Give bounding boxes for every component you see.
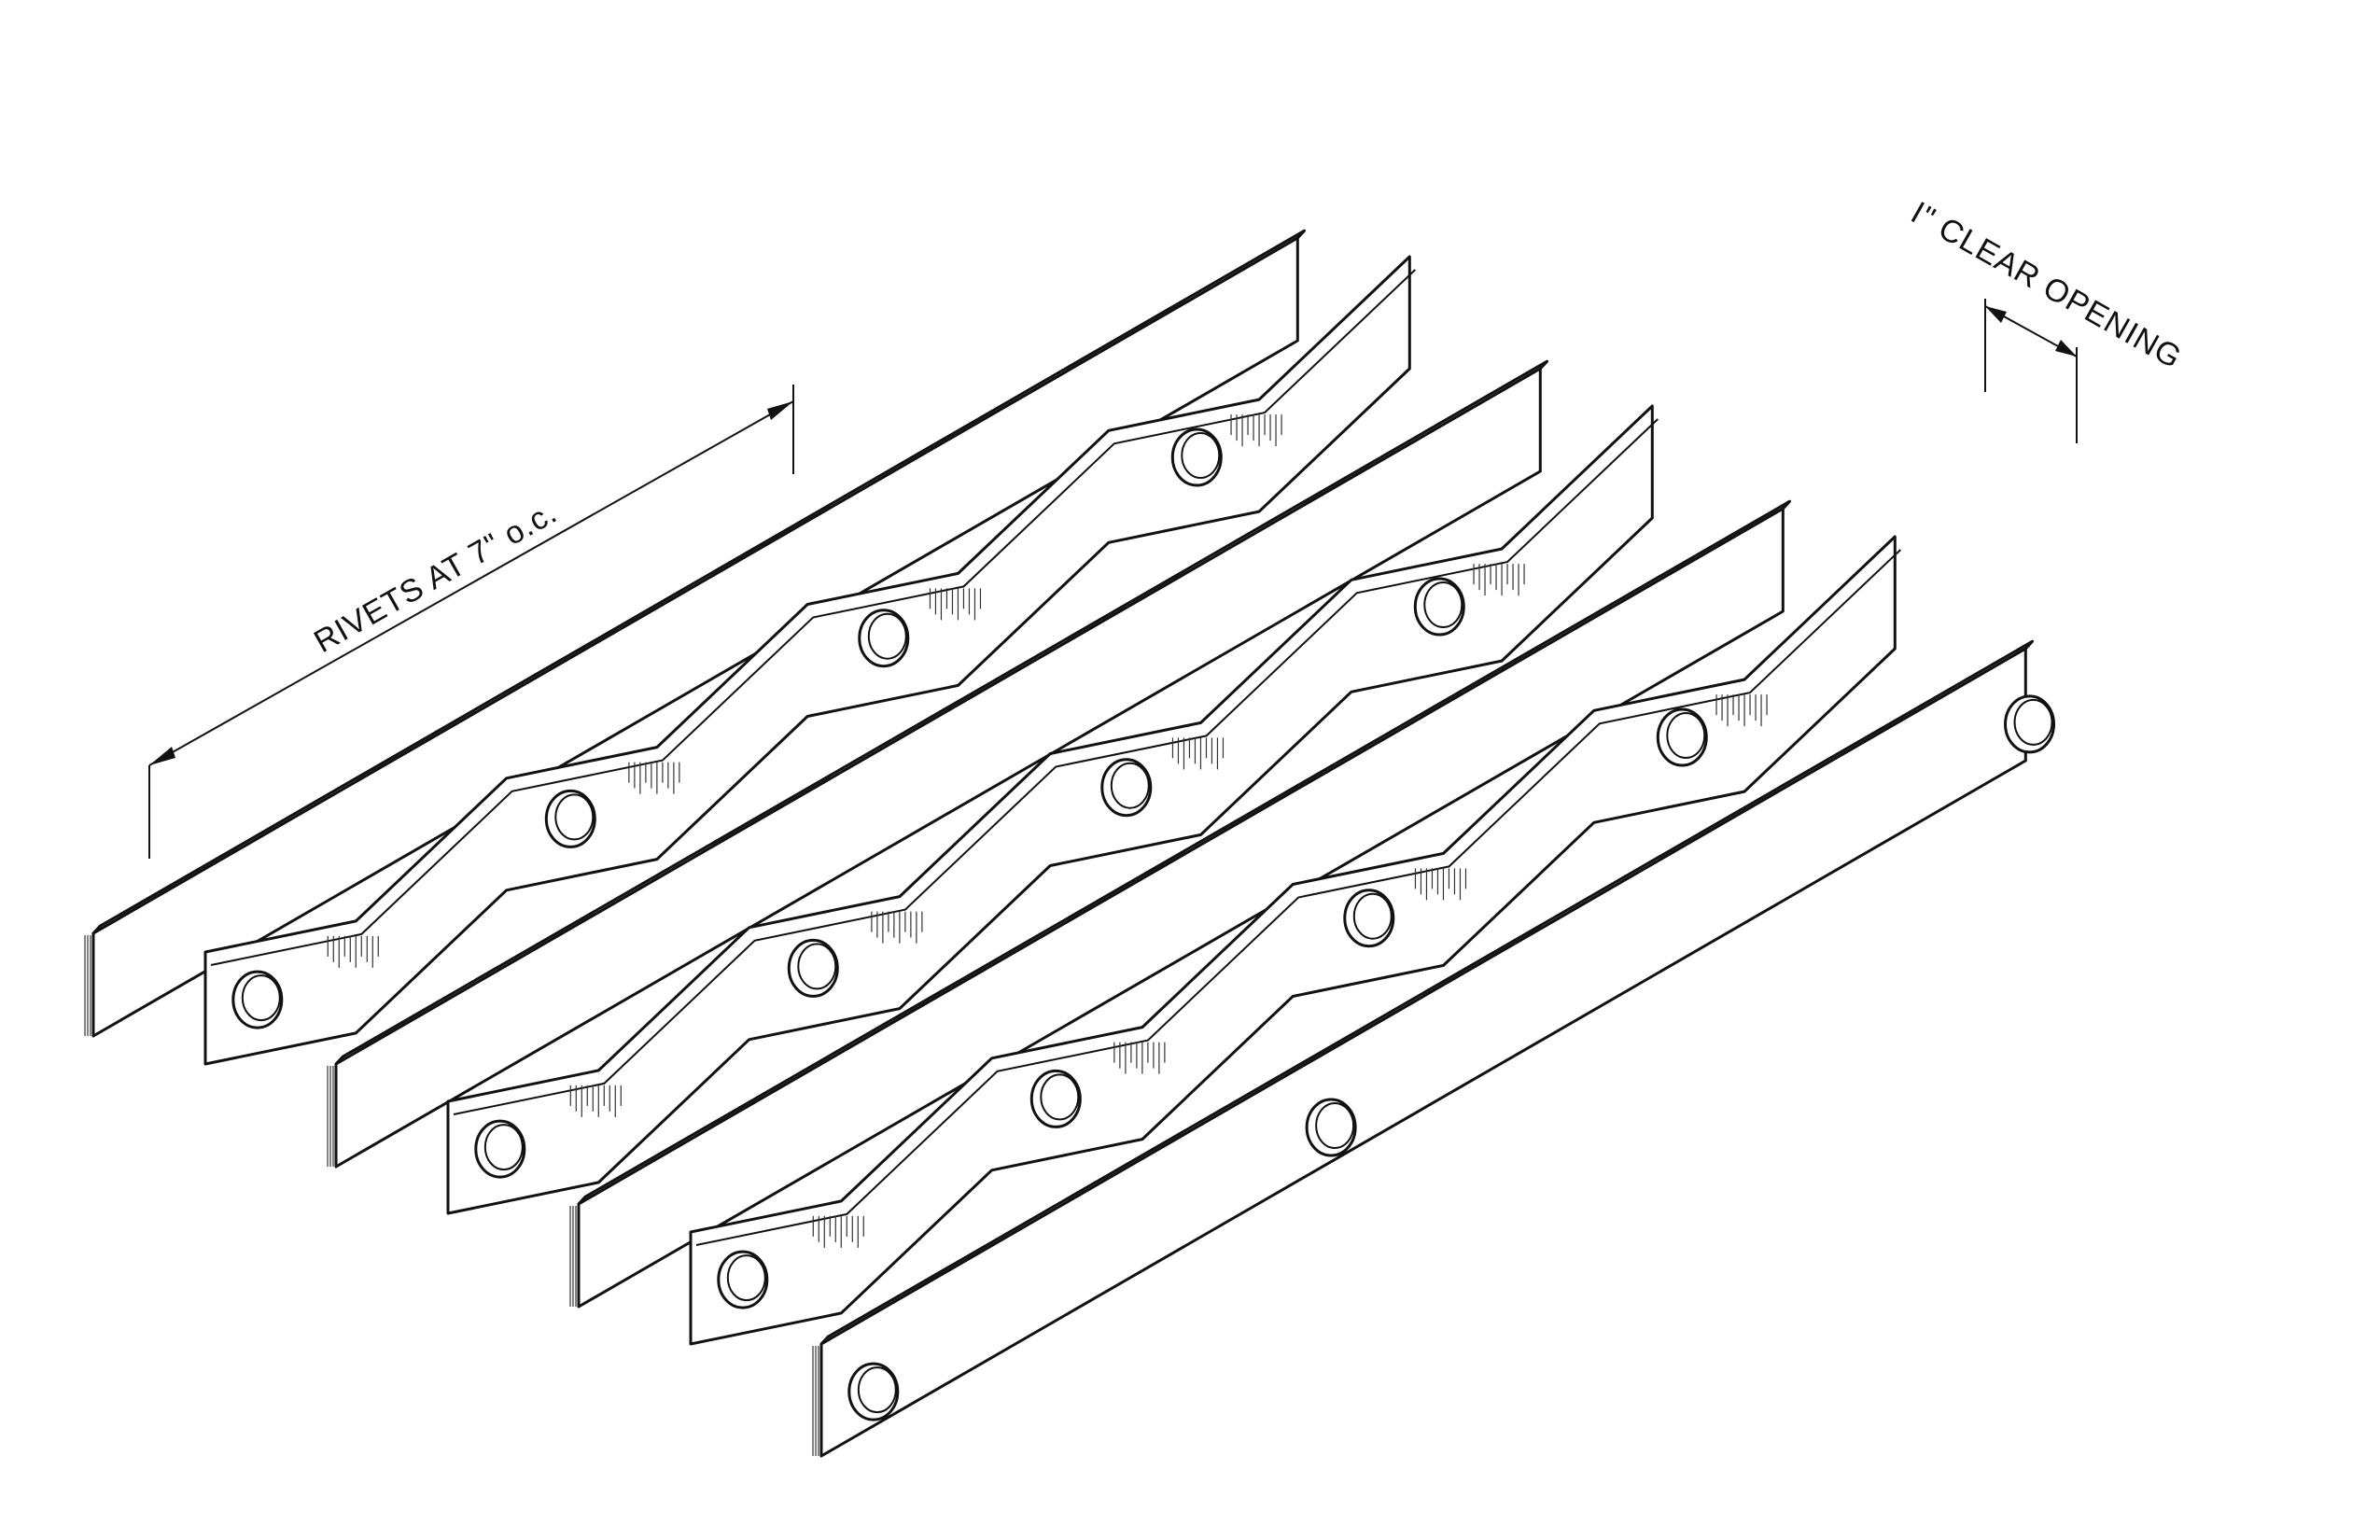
straight-bar-3 xyxy=(327,359,1548,1169)
bent-bar-inner-edge xyxy=(453,418,1659,1115)
rivet-head-inner xyxy=(241,974,281,1022)
bent-bar-face xyxy=(689,535,1897,1346)
rivet-head-inner xyxy=(2013,698,2053,746)
rivet-head-inner xyxy=(1666,712,1706,759)
straight-bar-7 xyxy=(812,639,2056,1458)
reticuline-bar-4 xyxy=(446,404,1659,1215)
straight-bar-1 xyxy=(84,229,1306,1038)
rivet-head-inner xyxy=(867,612,907,660)
reticuline-bar-6 xyxy=(689,535,1901,1346)
straight-bar-5 xyxy=(569,499,1791,1309)
rivet-head-inner xyxy=(797,943,837,990)
bar-front-face xyxy=(91,236,1299,1038)
bent-bar-face xyxy=(203,255,1411,1066)
rivet-head-inner xyxy=(1040,1073,1080,1121)
rivet-head-inner xyxy=(857,1366,897,1414)
rivet-head-inner xyxy=(483,1124,524,1171)
bent-bar-inner-edge xyxy=(210,269,1416,966)
rivet-head-inner xyxy=(1181,432,1221,479)
rivet-head-inner xyxy=(1315,1102,1355,1149)
bar-front-face xyxy=(819,647,2027,1458)
clear-opening-dimension: I" CLEAR OPENING xyxy=(1905,195,2188,443)
bent-bar-face xyxy=(446,404,1654,1215)
bar-front-face xyxy=(577,507,1785,1309)
rivet-head-inner xyxy=(726,1254,766,1302)
clear-opening-label: I" CLEAR OPENING xyxy=(1905,195,2188,376)
rivet-head-inner xyxy=(1352,892,1393,940)
reticuline-bar-2 xyxy=(203,255,1416,1066)
rivet-head-inner xyxy=(1110,762,1150,809)
rivet-head-inner xyxy=(1423,581,1463,628)
rivet-spacing-label: RIVETS AT 7" o.c. xyxy=(308,495,563,660)
bent-bar-inner-edge xyxy=(695,549,1901,1246)
grating-bars xyxy=(84,229,2056,1458)
rivet-head-inner xyxy=(554,793,595,841)
bar-front-face xyxy=(334,367,1542,1169)
